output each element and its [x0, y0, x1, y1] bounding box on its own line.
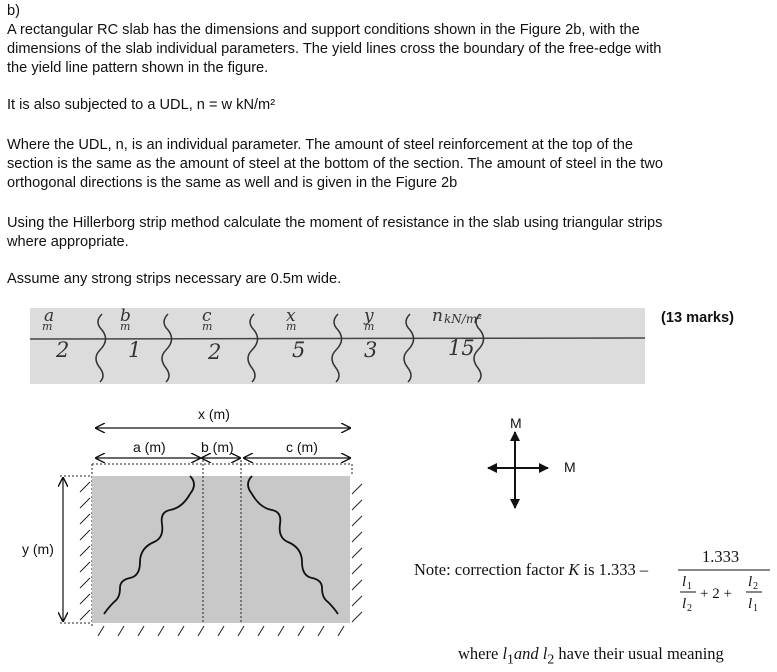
hand-value-x: 5	[292, 338, 306, 362]
hand-value-b: 1	[128, 338, 142, 362]
horizontal-moment-label: M	[564, 459, 576, 475]
hand-value-c: 2	[208, 340, 222, 364]
paragraph1-line1: A rectangular RC slab has the dimensions…	[7, 22, 640, 38]
hand-value-y: 3	[364, 338, 378, 362]
x-dimension-label: x (m)	[198, 406, 230, 422]
hand-value-a: 2	[56, 338, 70, 362]
hand-header-c: c	[202, 306, 212, 326]
note-lead: Note: correction factor K is 1.333 –	[414, 560, 649, 579]
fraction-numerator: 1.333	[702, 547, 739, 566]
correction-factor-note: Note: correction factor K is 1.333 – 1.3…	[414, 547, 774, 622]
svg-text:l: l	[682, 574, 686, 590]
yield-line-left	[103, 475, 195, 615]
bottom-support-hatching	[97, 625, 345, 637]
svg-text:l: l	[748, 574, 752, 590]
hand-unit-n: kN/m²	[444, 312, 483, 326]
slab-figure: x (m) a (m) b (m) c (m) y (m)	[22, 406, 363, 637]
paragraph1-line2: dimensions of the slab individual parame…	[7, 41, 662, 57]
svg-text:2: 2	[687, 603, 692, 614]
fraction-plus-two: + 2 +	[700, 586, 732, 602]
paragraph3-line1: Using the Hillerborg strip method calcul…	[7, 215, 663, 231]
hand-unit-y: m	[364, 320, 375, 333]
paragraph2-line3: orthogonal directions is the same as wel…	[7, 175, 458, 191]
yield-line-right	[247, 475, 339, 615]
hand-unit-c: m	[202, 320, 213, 333]
paragraph4: Assume any strong strips necessary are 0…	[7, 271, 342, 287]
vertical-moment-label: M	[510, 415, 522, 431]
svg-text:l: l	[682, 596, 686, 612]
c-dimension-label: c (m)	[286, 439, 318, 455]
slab-area	[92, 476, 350, 623]
hand-unit-a: m	[42, 320, 53, 333]
left-support-hatching	[79, 481, 91, 621]
hand-header-y: y	[364, 306, 374, 326]
hand-unit-b: m	[120, 320, 131, 333]
where-note: where l1and l2 have their usual meaning	[458, 644, 724, 667]
moment-arrows: M M	[487, 415, 576, 509]
note-is-text: is 1.333 –	[583, 560, 649, 579]
k-symbol: K	[568, 560, 580, 579]
a-dimension-label: a (m)	[133, 439, 166, 455]
question-label: b)	[7, 3, 20, 19]
udl-line: It is also subjected to a UDL, n = w kN/…	[7, 97, 276, 113]
hand-header-a: a	[44, 306, 55, 326]
paragraph2-line2: section is the same as the amount of ste…	[7, 156, 664, 172]
svg-text:l: l	[748, 596, 752, 612]
handwritten-dividers	[30, 313, 645, 383]
hand-header-x: x	[286, 306, 296, 326]
hand-header-n: n	[432, 306, 443, 326]
paragraph1-line3: the yield line pattern shown in the figu…	[7, 60, 269, 76]
hand-unit-x: m	[286, 320, 297, 333]
paragraph3-line2: where appropriate.	[7, 234, 129, 250]
svg-text:1: 1	[753, 603, 758, 614]
hand-value-n: 15	[448, 336, 475, 360]
b-dimension-label: b (m)	[201, 439, 234, 455]
svg-text:2: 2	[753, 581, 758, 592]
handwritten-parameters: a m b m c m x m y m n kN/m² 2 1 2 5 3 15	[30, 306, 645, 384]
svg-text:1: 1	[687, 581, 692, 592]
correction-fraction: 1.333 l 1 l 2 + 2 + l 2 l 1	[678, 547, 770, 614]
y-dimension-label: y (m)	[22, 541, 54, 557]
marks-label: (13 marks)	[661, 310, 735, 326]
right-support-hatching	[351, 483, 363, 623]
paragraph2-line1: Where the UDL, n, is an individual param…	[7, 137, 633, 153]
hand-header-b: b	[120, 306, 131, 326]
